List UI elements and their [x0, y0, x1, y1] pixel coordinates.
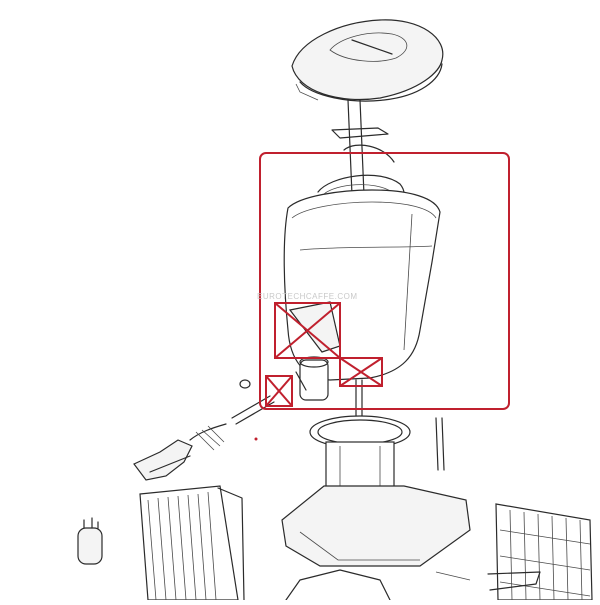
- side-rod[interactable]: [435, 417, 445, 471]
- hose-fitting[interactable]: [435, 571, 541, 591]
- bowl-lid[interactable]: [291, 19, 444, 102]
- grill-panel[interactable]: [495, 503, 593, 601]
- condenser-panel[interactable]: [139, 485, 245, 601]
- product-bowl[interactable]: [283, 189, 441, 381]
- highlight-bowl-group[interactable]: [259, 152, 510, 410]
- watermark-text: EUROTECHCAFFE.COM: [257, 292, 358, 301]
- capacitor[interactable]: [77, 517, 103, 565]
- highlight-tap-part[interactable]: [274, 302, 341, 359]
- machine-base[interactable]: [281, 485, 471, 601]
- highlight-bearing-part[interactable]: [339, 357, 383, 387]
- tap-lever[interactable]: [133, 439, 193, 481]
- highlight-seal-part[interactable]: [265, 375, 293, 407]
- seal-ring[interactable]: [239, 379, 251, 389]
- tap-shaft[interactable]: [189, 395, 275, 451]
- marker-dot: [254, 437, 258, 441]
